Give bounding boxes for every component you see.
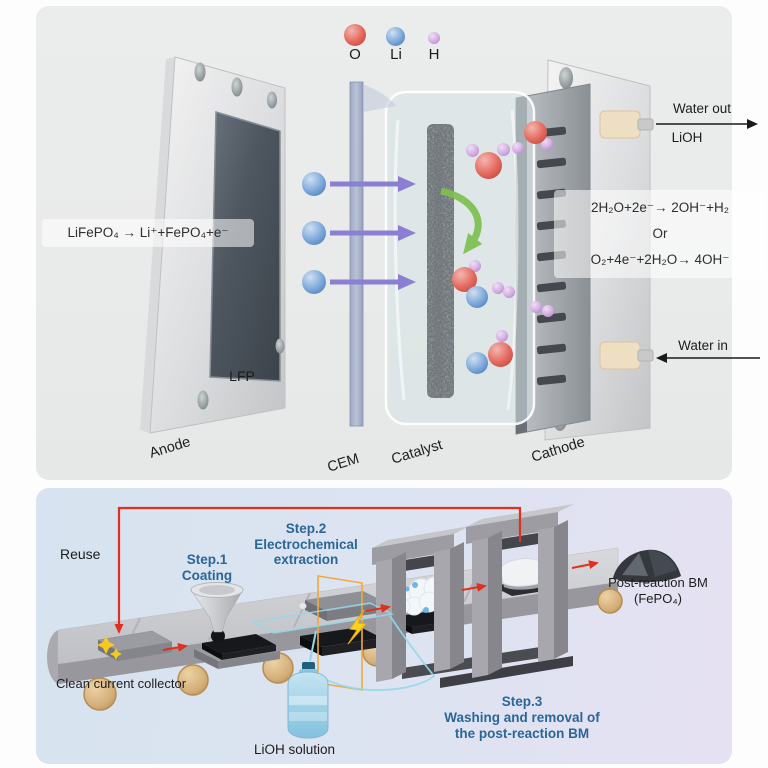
spark-icons — [97, 636, 122, 660]
flow-arrows — [162, 560, 599, 652]
h-atom — [466, 144, 479, 157]
circuit-wires — [249, 602, 436, 691]
o-atom — [524, 121, 547, 144]
step2-line2: Electrochemical — [254, 536, 358, 552]
h-atom — [541, 138, 553, 150]
lioh-solution-label: LiOH solution — [254, 742, 336, 757]
post-reaction-bm-label: Post-reaction BM (FePO₄) — [596, 575, 720, 606]
h-atom — [542, 305, 554, 317]
post-reaction-line2: (FePO₄) — [634, 590, 682, 606]
legend-label-li: Li — [390, 46, 402, 63]
bm-powder-pile — [613, 549, 681, 583]
cathode-reaction-1: 2H₂O+2e⁻→ 2OH⁻+H₂ — [590, 200, 730, 215]
li-ion — [302, 270, 326, 294]
step1-label: Step.1 Coating — [162, 552, 252, 583]
h-atom — [496, 330, 508, 342]
step1-subtitle: Coating — [181, 567, 233, 583]
step3-line3: the post-reaction BM — [454, 726, 590, 741]
li-ion — [466, 352, 488, 374]
cathode-reaction-equations: 2H₂O+2e⁻→ 2OH⁻+H₂ Or O₂+4e⁻+2H₂O→ 4OH⁻ — [554, 190, 766, 278]
water-out-label: Water out — [672, 101, 732, 116]
h-atom — [503, 286, 515, 298]
post-reaction-line1: Post-reaction BM — [608, 575, 708, 590]
reuse-path — [114, 506, 522, 634]
anode-reaction-equation: LiFePO₄ → Li⁺+FePO₄+e⁻ — [42, 219, 254, 247]
lioh-bottle — [287, 662, 329, 739]
step3-line2: Washing and removal of — [444, 710, 600, 725]
lioh-label: LiOH — [671, 130, 703, 145]
h-atom — [530, 301, 542, 313]
hopper-drip — [211, 629, 225, 643]
o-atom — [475, 152, 502, 179]
clean-current-collector — [97, 630, 173, 661]
frame-brace-2 — [440, 656, 573, 688]
step3-label: Step.3 Washing and removal of the post-r… — [436, 694, 608, 742]
coating-station — [190, 582, 280, 669]
li-ion — [302, 221, 326, 245]
step2-label: Step.2 Electrochemical extraction — [248, 521, 364, 568]
step2-title: Step.2 — [285, 521, 327, 536]
legend-h-sphere — [428, 32, 440, 44]
reaction-arrow — [440, 187, 483, 255]
step2-line3: extraction — [273, 552, 339, 567]
legend-label-o: O — [349, 46, 361, 63]
h-atom — [492, 282, 504, 294]
water-in-label: Water in — [678, 338, 728, 353]
li-ion — [302, 172, 326, 196]
step3-title: Step.3 — [501, 694, 543, 709]
flow-field-slits — [536, 126, 567, 386]
gantry-arch-2 — [466, 504, 574, 678]
lfp-label: LFP — [229, 368, 255, 384]
o-atom — [488, 342, 513, 367]
clean-collector-label: Clean current collector — [56, 676, 187, 691]
step1-title: Step.1 — [186, 552, 228, 567]
extraction-station — [299, 591, 390, 656]
cathode-reaction-2: O₂+4e⁻+2H₂O→ 4OH⁻ — [590, 252, 730, 267]
h-atom — [497, 143, 510, 156]
li-transport-arrows — [330, 176, 416, 290]
legend-o-sphere — [344, 24, 366, 46]
water-ports — [599, 110, 654, 370]
gantry-arch-1 — [372, 526, 470, 682]
lightning-icon — [347, 609, 368, 645]
catalyst-pouch — [384, 90, 536, 426]
reuse-label: Reuse — [60, 546, 101, 562]
li-ion — [466, 286, 488, 308]
h-atom — [512, 142, 524, 154]
catalyst-layer — [427, 124, 454, 398]
legend-li-sphere — [386, 27, 405, 46]
cem-membrane — [349, 81, 396, 427]
legend-label-h: H — [428, 46, 440, 63]
cathode-reaction-or: Or — [652, 226, 668, 241]
